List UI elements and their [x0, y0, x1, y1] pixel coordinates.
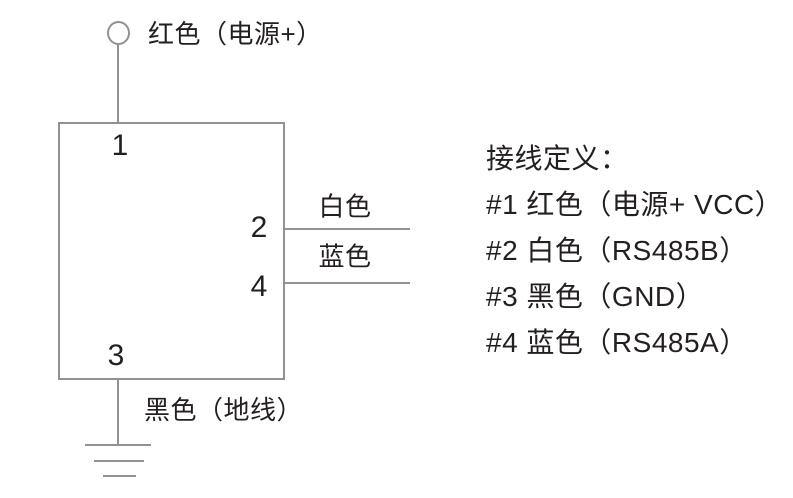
ground-bar-bottom	[103, 475, 136, 477]
legend-entry-pin4: #4 蓝色（RS485A）	[486, 327, 748, 358]
power-wire-label: 红色（电源+）	[148, 19, 323, 49]
pin-2-number: 2	[250, 211, 268, 244]
ground-bar-top	[85, 444, 151, 446]
wiring-definition-legend: 接线定义： #1 红色（电源+ VCC） #2 白色（RS485B） #3 黑色…	[486, 136, 783, 366]
pin-4-wire-line	[285, 282, 410, 284]
ground-bar-middle	[94, 460, 144, 462]
power-terminal-icon	[107, 21, 130, 45]
legend-entry-pin2: #2 白色（RS485B）	[486, 235, 748, 266]
legend-entry-pin3: #3 黑色（GND）	[486, 281, 705, 312]
pin-3-number: 3	[107, 339, 125, 372]
pin-4-number: 4	[250, 270, 268, 303]
power-wire-line	[117, 44, 119, 122]
pin-2-wire-label: 白色	[318, 191, 372, 222]
pin-4-wire-label: 蓝色	[318, 241, 372, 272]
ground-wire-line	[117, 379, 119, 445]
pin-1-number: 1	[111, 129, 129, 162]
ground-wire-label: 黑色（地线）	[144, 395, 304, 425]
pin-2-wire-line	[285, 228, 410, 230]
legend-title: 接线定义：	[486, 143, 629, 174]
connector-box	[58, 122, 285, 380]
legend-entry-pin1: #1 红色（电源+ VCC）	[486, 189, 784, 220]
